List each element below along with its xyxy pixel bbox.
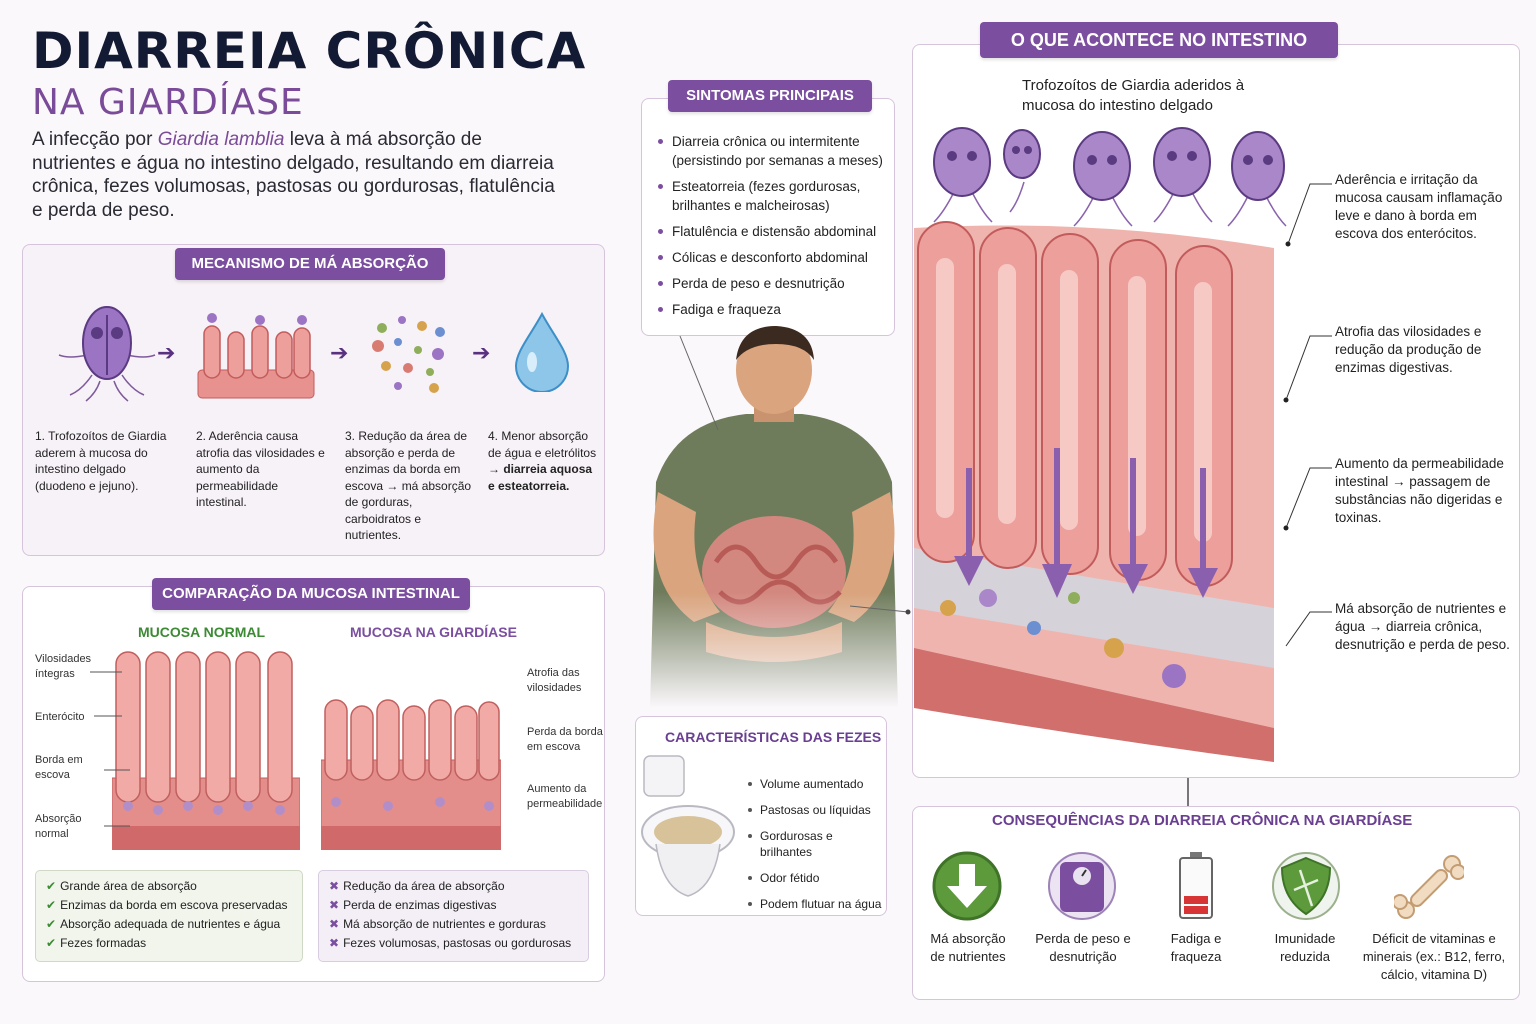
list-item: ✖Má absorção de nutrientes e gorduras (329, 917, 546, 931)
patient-illustration (636, 322, 912, 708)
annotation-malabsorption: Má absorção de nutrientes e água → diarr… (1335, 601, 1510, 652)
list-item: ✔Grande área de absorção (46, 879, 197, 893)
consequence-malabsorption-label: Má absorção de nutrientes (930, 931, 1006, 964)
symptoms-tag: SINTOMAS PRINCIPAIS (668, 80, 872, 112)
arrow-icon: ➔ (157, 340, 176, 365)
list-item: Cólicas e desconforto abdominal (656, 248, 892, 267)
step-1-text: 1. Trofozoítos de Giardia aderem à mucos… (35, 429, 167, 493)
step-3-text: 3. Redução da área de absorção e perda d… (345, 429, 472, 542)
intestine-tag: O QUE ACONTECE NO INTESTINO (980, 22, 1338, 58)
connector-line (850, 605, 911, 615)
connector-line (679, 335, 719, 431)
giardia-mucosa-heading: MUCOSA NA GIARDÍASE (350, 624, 517, 640)
label-villi-atrophy: Atrofia das vilosidades (527, 667, 582, 694)
annotation-permeability: Aumento da permeabilidade intestinal → p… (1335, 456, 1504, 525)
label-leader-lines (90, 671, 130, 827)
list-item: ✔Fezes formadas (46, 936, 147, 950)
giardia-mucosa-list: ✖Redução da área de absorção ✖Perda de e… (318, 870, 589, 962)
down-arrow-icon (932, 851, 1002, 921)
trophozoites-icon (933, 127, 1287, 227)
giardia-trophozoite-icon (58, 306, 156, 402)
scale-icon (1048, 852, 1116, 920)
label-normal-absorption: Absorção normal (35, 813, 82, 840)
consequence-fatigue-label: Fadiga e fraqueza (1170, 931, 1222, 964)
shield-icon (1272, 852, 1340, 920)
page-title: DIARREIA CRÔNICA (32, 22, 587, 80)
list-item: Volume aumentado (746, 776, 886, 792)
species-name: Giardia lamblia (157, 129, 285, 150)
trophozoites-label: Trofozoítos de Giardia aderidos à mucosa… (1022, 77, 1245, 114)
normal-mucosa-list: ✔Grande área de absorção ✔Enzimas da bor… (35, 870, 303, 962)
check-icon: ✔ (46, 898, 57, 912)
list-item: Gordurosas e brilhantes (746, 828, 886, 860)
normal-mucosa-heading: MUCOSA NORMAL (138, 624, 266, 640)
water-drop-icon (514, 311, 570, 392)
list-item: Esteatorreia (fezes gordurosas, brilhant… (656, 177, 892, 215)
annotation-villi-atrophy: Atrofia das vilosidades e redução da pro… (1335, 324, 1482, 375)
intro-text: A infecção por Giardia lamblia leva à má… (32, 129, 555, 221)
list-item: Perda de peso e desnutrição (656, 274, 892, 293)
consequence-weight-loss-label: Perda de peso e desnutrição (1035, 931, 1131, 964)
list-item: ✔Enzimas da borda em escova preservadas (46, 898, 288, 912)
list-item: Fadiga e fraqueza (656, 300, 892, 319)
label-brush-border-loss: Perda da borda em escova (527, 726, 603, 753)
label-brush-border: Borda em escova (35, 754, 83, 781)
connector-line (1187, 778, 1189, 806)
consequences-heading: CONSEQUÊNCIAS DA DIARREIA CRÔNICA NA GIA… (992, 812, 1413, 829)
cross-icon: ✖ (329, 898, 340, 912)
list-item: Podem flutuar na água (746, 896, 886, 912)
cross-icon: ✖ (329, 936, 340, 950)
list-item: ✖Redução da área de absorção (329, 879, 505, 893)
cross-icon: ✖ (329, 879, 340, 893)
intestinal-wall-illustration (914, 221, 1274, 762)
label-increased-permeability: Aumento da permeabilidade (527, 783, 603, 810)
nutrient-particles-icon (372, 316, 445, 393)
list-item: ✖Perda de enzimas digestivas (329, 898, 497, 912)
stool-heading: CARACTERÍSTICAS DAS FEZES (665, 729, 882, 745)
cross-icon: ✖ (329, 917, 340, 931)
mechanism-tag: MECANISMO DE MÁ ABSORÇÃO (175, 248, 445, 280)
stool-list: Volume aumentado Pastosas ou líquidas Go… (746, 776, 886, 922)
list-item: ✔Absorção adequada de nutrientes e água (46, 917, 281, 931)
check-icon: ✔ (46, 879, 57, 893)
label-enterocyte: Enterócito (35, 711, 85, 723)
mechanism-panel (22, 244, 605, 556)
arrow-icon: ➔ (472, 340, 491, 365)
consequence-immunity-label: Imunidade reduzida (1274, 931, 1336, 964)
annotation-adherence: Aderência e irritação da mucosa causam i… (1335, 172, 1503, 241)
page-subtitle: NA GIARDÍASE (32, 82, 304, 123)
bone-icon (1394, 855, 1464, 919)
step-4-text: 4. Menor absorção de água e eletrólitos … (488, 429, 597, 493)
villi-atrophy-icon (197, 313, 315, 399)
list-item: ✖Fezes volumosas, pastosas ou gordurosas (329, 936, 572, 950)
annotation-leader-lines (1283, 183, 1332, 647)
toilet-icon (641, 755, 735, 897)
list-item: Pastosas ou líquidas (746, 802, 886, 818)
comparison-tag: COMPARAÇÃO DA MUCOSA INTESTINAL (152, 578, 470, 610)
symptoms-list: Diarreia crônica ou intermitente (persis… (656, 132, 892, 326)
label-intact-villi: Vilosidades íntegras (35, 653, 92, 680)
list-item: Odor fétido (746, 870, 886, 886)
normal-mucosa-illustration (112, 651, 300, 850)
check-icon: ✔ (46, 936, 57, 950)
low-battery-icon (1179, 852, 1213, 919)
arrow-icon: ➔ (330, 340, 349, 365)
giardia-mucosa-illustration (321, 699, 501, 850)
check-icon: ✔ (46, 917, 57, 931)
step-2-text: 2. Aderência causa atrofia das vilosidad… (196, 429, 325, 509)
consequence-vitamin-deficit-label: Déficit de vitaminas e minerais (ex.: B1… (1362, 931, 1506, 982)
list-item: Flatulência e distensão abdominal (656, 222, 892, 241)
list-item: Diarreia crônica ou intermitente (persis… (656, 132, 892, 170)
